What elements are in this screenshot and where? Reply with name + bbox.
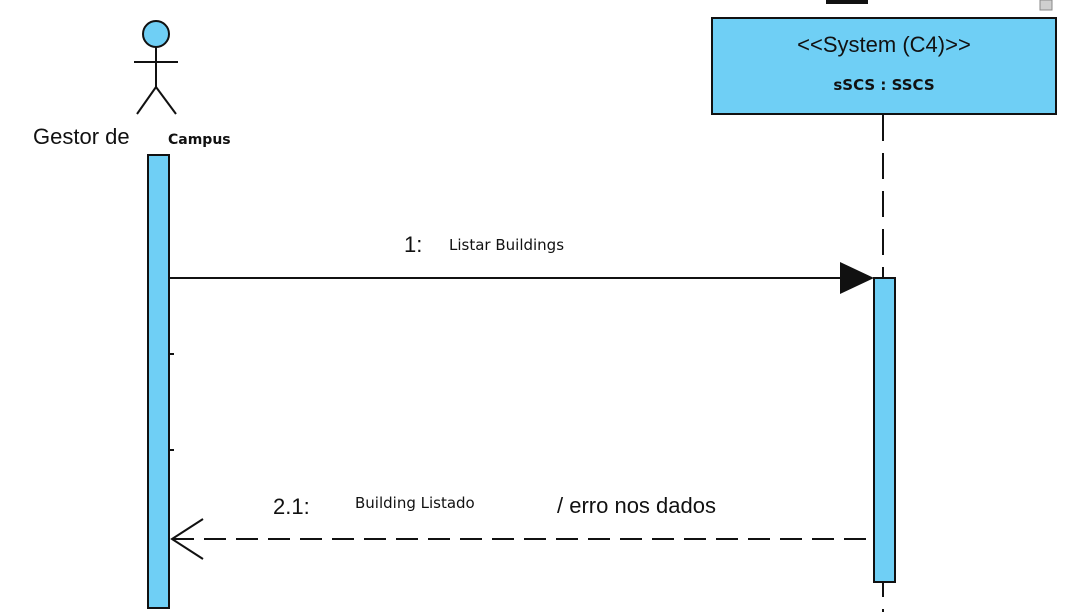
top-edge-fragment <box>826 0 868 4</box>
system-box <box>711 17 1057 115</box>
actor-name-part1: Gestor de <box>33 124 130 149</box>
system-stereotype: <<System (C4)>> <box>797 32 971 57</box>
system-activation-bar <box>873 277 896 583</box>
actor-left-leg <box>136 86 157 115</box>
actor-activation-bar <box>147 154 170 609</box>
actor-figure <box>134 20 178 115</box>
system-instance-name: sSCS : SSCS <box>833 76 934 94</box>
top-corner-fragment <box>1039 0 1053 11</box>
message-2-1-number: 2.1: <box>273 494 310 519</box>
message-1-label: Listar Buildings <box>449 236 564 254</box>
message-2-1-label: Building Listado <box>355 494 475 512</box>
message-1-arrowhead <box>840 262 874 294</box>
actor-right-leg <box>155 86 177 115</box>
actor-name-part2: Campus <box>168 132 231 148</box>
message-1-number: 1: <box>404 232 422 257</box>
message-2-1-alt-label: / erro nos dados <box>557 493 716 518</box>
message-2-1-arrowhead <box>170 518 204 560</box>
actor-head <box>142 20 170 48</box>
